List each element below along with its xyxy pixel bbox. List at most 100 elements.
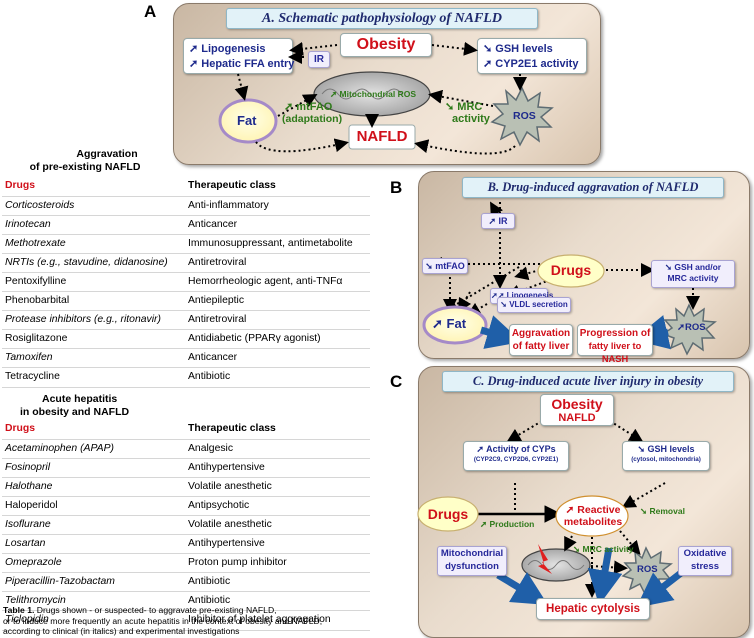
obesity-box: Obesity [340, 33, 432, 57]
table1-title-line1: Aggravation [76, 148, 138, 160]
ir-box-b: ➚ IR [481, 213, 515, 229]
gsh-label-c: GSH levels [647, 444, 695, 454]
up-arrow-icon: ➚ [432, 316, 443, 331]
drug-class: Antiretroviral [188, 314, 247, 325]
ros-label-b: ➚ROS [677, 322, 706, 333]
caption-line3: according to clinical (in italics) and e… [3, 626, 240, 636]
drug-class: Proton pump inhibitor [188, 557, 287, 568]
down-arrow-icon: ➘ [640, 506, 648, 516]
adaptation-label: (adaptation) [282, 113, 343, 125]
vldl-label-b: VLDL secretion [509, 300, 568, 309]
cyp-sublabel: (CYP2C9, CYP2D6, CYP2E1) [473, 456, 559, 463]
cyp-label: Activity of CYPs [486, 444, 556, 454]
drug-class: Anticancer [188, 219, 238, 230]
table1-title-line2: of pre-existing NAFLD [29, 161, 141, 173]
panel-letter-a: A [144, 2, 157, 21]
mtfao-text-a: mtFAO [296, 101, 333, 113]
nafld-label-a: NAFLD [356, 128, 408, 145]
drug-class: Inhibitor of platelet aggregation [188, 614, 331, 625]
drug-name: Acetaminophen (APAP) [5, 443, 114, 454]
drug-name: Methotrexate [5, 238, 66, 249]
drugs-label-c: Drugs [427, 506, 469, 522]
drug-class: Antiepileptic [188, 295, 245, 306]
gsh-label: GSH levels [495, 43, 553, 55]
drug-name: Haloperidol [5, 500, 58, 511]
caption-line2: or to induce more frequently an acute he… [3, 615, 323, 626]
drug-name: Losartan [5, 538, 46, 549]
ros-text-b: ROS [684, 322, 706, 333]
drug-name: Phenobarbital [5, 295, 70, 306]
lipogenesis-label: Lipogenesis [201, 43, 266, 55]
table1-header-row: Drugs Therapeutic class [2, 177, 370, 197]
cyp-box: ➚ Activity of CYPs (CYP2C9, CYP2D6, CYP2… [463, 441, 569, 471]
table-row: Acetaminophen (APAP) Analgesic [2, 439, 370, 459]
obesity-label: Obesity [356, 36, 416, 53]
table-row: Protease inhibitors (e.g., ritonavir)Ant… [2, 310, 370, 330]
mtfao-label-a: ➚ mtFAO [284, 100, 332, 113]
mrc-label-a: ➘ MRC [445, 100, 482, 113]
table-row: Ticlopidin Inhibitor of platelet aggregat… [2, 610, 370, 631]
lipogenesis-box: ➚ Lipogenesis ➚ Hepatic FFA entry [183, 38, 295, 74]
drug-name: Fosinopril [5, 462, 51, 473]
table2-header-row: Drugs Therapeutic class [2, 420, 370, 440]
reactive-line2: metabolites [563, 516, 623, 528]
drug-class: Antidiabetic (PPARγ agonist) [188, 333, 321, 344]
drug-name: Tamoxifen [5, 352, 53, 363]
drug-class: Hemorrheologic agent, anti-TNFα [188, 276, 343, 287]
table-row: Tamoxifen Anticancer [2, 348, 370, 368]
cyp2e1-label: CYP2E1 activity [495, 58, 579, 70]
table2: Drugs Therapeutic class Acetaminophen (A… [2, 420, 370, 631]
oxidative-line2: stress [691, 561, 719, 572]
drug-name: NRTIs (e.g., stavudine, didanosine) [5, 257, 168, 268]
up-arrow-icon: ➚ [565, 504, 575, 516]
gsh-box-b: ➘ GSH and/or MRC activity [651, 260, 735, 288]
ros-label-a: ROS [513, 110, 536, 122]
drug-name: Rosiglitazone [5, 333, 68, 344]
obesity-label-c: Obesity [551, 396, 603, 412]
up-arrow-icon: ➚ [330, 89, 338, 99]
mito-ros-label: ➚ Mitochondrial ROS [330, 89, 416, 100]
mito-ros-text: Mitochondrial ROS [339, 89, 417, 99]
table2-title: Acute hepatitis in obesity and NAFLD [0, 393, 170, 419]
up-arrow-icon: ➚ [189, 43, 199, 55]
down-arrow-icon: ➘ [445, 101, 455, 113]
table1-title: Aggravation of pre-existing NAFLD [0, 148, 170, 174]
up-arrow-icon: ➚ [677, 322, 685, 333]
drug-name: Corticosteroids [5, 200, 75, 211]
mrc-label-b: MRC activity [667, 273, 719, 283]
panel-letter-b: B [390, 178, 403, 197]
removal-text: Removal [649, 506, 685, 516]
aggravation-line1: Aggravation [511, 328, 571, 339]
down-arrow-icon: ➘ [500, 300, 507, 309]
up-arrow-icon: ➚ [189, 58, 199, 70]
drug-name: Ticlopidin [5, 614, 49, 625]
down-arrow-icon: ➘ [637, 444, 645, 454]
down-arrow-icon: ➘ [483, 43, 493, 55]
table1-header-drugs: Drugs [5, 180, 36, 191]
vldl-box-b: ➘ VLDL secretion [497, 297, 571, 313]
fat-label-a: Fat [237, 113, 257, 128]
drug-name: Omeprazole [5, 557, 62, 568]
drug-name: Piperacillin-Tazobactam [5, 576, 115, 587]
drug-class: Antibiotic [188, 576, 231, 587]
cytolysis-box: Hepatic cytolysis [536, 598, 650, 620]
drug-class: Antibiotic [188, 595, 231, 606]
mrc-label-c: ➘ MRC activity [573, 544, 634, 555]
drug-class: Antipsychotic [188, 500, 250, 511]
drug-class: Anticancer [188, 352, 238, 363]
drug-class: Analgesic [188, 443, 234, 454]
aggravation-box: Aggravation of fatty liver [509, 324, 573, 356]
caption-line1: Table 1. Drugs shown - or suspected- to … [3, 605, 277, 615]
progression-box: Progression of fatty liver to NASH [577, 324, 653, 364]
gsh-box: ➘ GSH levels ➚ CYP2E1 activity [477, 38, 587, 74]
mito-line1: Mitochondrial [440, 548, 504, 559]
ffa-label: Hepatic FFA entry [201, 58, 295, 70]
